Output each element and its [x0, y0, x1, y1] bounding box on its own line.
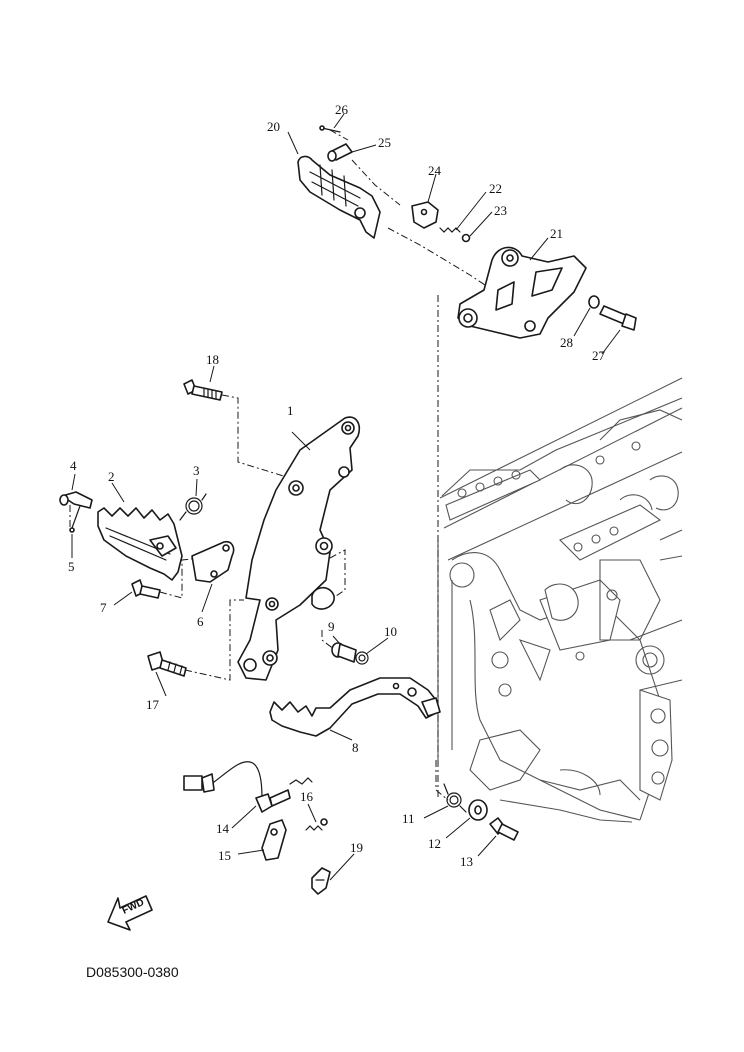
fwd-arrow: FWD: [107, 895, 153, 931]
callout-17: 17: [146, 697, 160, 712]
callout-13: 13: [460, 854, 473, 869]
callout-27: 27: [592, 348, 606, 363]
washer-28: [588, 295, 600, 309]
callout-8: 8: [352, 740, 359, 755]
callout-2: 2: [108, 469, 115, 484]
callout-19: 19: [350, 840, 363, 855]
footpeg-plate: [191, 540, 235, 583]
callout-22: 22: [489, 181, 502, 196]
detent-ball: [461, 233, 471, 243]
cotter-pin: [319, 125, 341, 133]
motorcycle-frame: [437, 377, 683, 823]
callout-10: 10: [384, 624, 397, 639]
cable-clip: [311, 867, 331, 895]
callout-20: 20: [267, 119, 280, 134]
callout-21: 21: [550, 226, 563, 241]
callout-4: 4: [70, 458, 77, 473]
callout-6: 6: [197, 614, 204, 629]
rider-footrest-bracket: [237, 416, 361, 681]
callout-15: 15: [218, 848, 231, 863]
switch-spring: [305, 818, 328, 831]
callout-3: 3: [193, 463, 200, 478]
bolt-27: [599, 305, 637, 331]
callout-5: 5: [68, 559, 75, 574]
callout-1: 1: [287, 403, 294, 418]
callout-11: 11: [402, 811, 415, 826]
switch-bracket: [261, 819, 287, 861]
bolt-13: [489, 817, 519, 841]
callout-25: 25: [378, 135, 391, 150]
brake-light-switch: [183, 761, 313, 813]
footpeg-cotter: [69, 505, 81, 533]
brake-pedal: [269, 677, 441, 737]
callout-24: 24: [428, 163, 442, 178]
callout-7: 7: [100, 600, 107, 615]
bolt-7: [131, 579, 161, 599]
washer-12: [468, 799, 488, 821]
callout-23: 23: [494, 203, 507, 218]
brake-pedal-shaft: [331, 642, 357, 663]
passenger-footrest: [297, 155, 381, 239]
rider-footpeg: [97, 507, 183, 581]
assembly-lines: [69, 129, 501, 801]
bolt-18: [183, 379, 223, 401]
callout-18: 18: [206, 352, 219, 367]
callout-16: 16: [300, 789, 314, 804]
callouts: 1 2 3 4 5 6 7 8 9 10 11 12 13 14 15 16 1…: [68, 102, 606, 869]
footpeg-pin: [59, 491, 93, 509]
callout-26: 26: [335, 102, 349, 117]
circlip: [355, 651, 369, 665]
callout-12: 12: [428, 836, 441, 851]
passenger-footrest-bracket: [457, 246, 587, 339]
footpeg-spring: [179, 493, 207, 521]
detent-plate: [411, 201, 439, 229]
bolt-17: [147, 651, 187, 677]
brake-pedal-spring: [443, 783, 467, 813]
callout-14: 14: [216, 821, 230, 836]
callout-9: 9: [328, 619, 335, 634]
footrest-pin: [327, 143, 353, 162]
leader-lines: [71, 113, 621, 881]
callout-28: 28: [560, 335, 573, 350]
diagram-code: D085300-0380: [86, 964, 179, 980]
